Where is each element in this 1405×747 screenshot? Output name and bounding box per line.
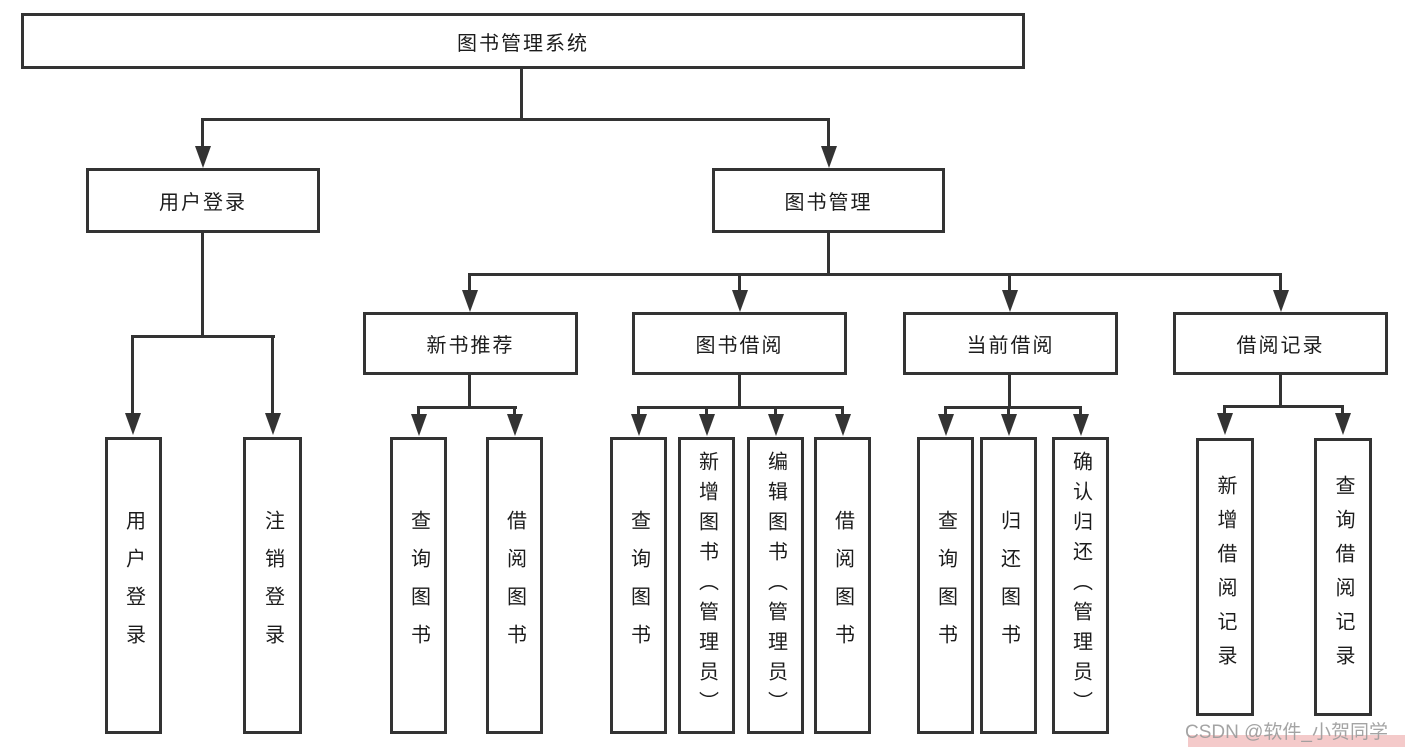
arrowhead-leaf-c4	[835, 414, 851, 436]
arrowhead-leaf-a2	[265, 413, 281, 435]
leaf-user-login-label: 用户登录	[122, 509, 145, 662]
connector-drop-leaf-e2	[1341, 405, 1344, 415]
connector-drop-leaf-a1	[131, 335, 134, 415]
leaf-query-books-rec: 查询图书	[390, 437, 447, 734]
connector-drop-leaf-d1	[944, 406, 947, 416]
node-user-login-label: 用户登录	[159, 192, 247, 214]
connector-drop-leaf-b2	[513, 406, 516, 416]
connector-drop-leaf-c2	[705, 406, 708, 416]
node-book-borrow: 图书借阅	[632, 312, 847, 375]
node-book-mgmt: 图书管理	[712, 168, 945, 233]
leaf-borrow-books-label: 借阅图书	[831, 509, 854, 662]
node-root: 图书管理系统	[21, 13, 1025, 69]
connector-user-login-stem	[201, 233, 204, 337]
node-current-borrow-label: 当前借阅	[966, 335, 1055, 357]
node-user-login: 用户登录	[86, 168, 320, 233]
connector-current-borrow-stem	[1008, 375, 1011, 408]
arrowhead-user-login	[195, 146, 211, 168]
connector-drop-current-borrow	[1008, 273, 1011, 292]
leaf-query-borrow-record-label: 查询借阅记录	[1332, 475, 1354, 679]
connector-drop-leaf-e1	[1223, 405, 1226, 415]
connector-book-mgmt-hline	[469, 273, 1282, 276]
arrowhead-leaf-a1	[125, 413, 141, 435]
connector-book-borrow-stem	[738, 375, 741, 408]
connector-book-mgmt-stem	[827, 233, 830, 275]
leaf-add-books-admin: 新增图书（管理员）	[678, 437, 735, 734]
leaf-logout-label: 注销登录	[261, 509, 284, 662]
node-root-label: 图书管理系统	[457, 32, 589, 55]
leaf-query-books-borrow: 查询图书	[610, 437, 667, 734]
leaf-return-books-label: 归还图书	[997, 509, 1020, 662]
connector-borrow-records-stem	[1279, 375, 1282, 407]
node-new-book-rec-label: 新书推荐	[426, 335, 515, 357]
arrowhead-new-book-rec	[462, 290, 478, 312]
connector-drop-leaf-c4	[841, 406, 844, 416]
arrowhead-current-borrow	[1002, 290, 1018, 312]
leaf-edit-books-admin: 编辑图书（管理员）	[747, 437, 804, 734]
leaf-borrow-books-rec: 借阅图书	[486, 437, 543, 734]
arrowhead-leaf-d3	[1073, 414, 1089, 436]
node-new-book-rec: 新书推荐	[363, 312, 578, 375]
node-current-borrow: 当前借阅	[903, 312, 1118, 375]
leaf-query-books-rec-label: 查询图书	[407, 509, 430, 662]
leaf-query-borrow-record: 查询借阅记录	[1314, 438, 1372, 716]
arrowhead-leaf-d2	[1001, 414, 1017, 436]
watermark-text: CSDN @软件_小贺同学	[1185, 722, 1388, 743]
connector-drop-leaf-b1	[417, 406, 420, 416]
connector-drop-leaf-c3	[774, 406, 777, 416]
arrowhead-leaf-c1	[631, 414, 647, 436]
node-borrow-records: 借阅记录	[1173, 312, 1388, 375]
arrowhead-leaf-c3	[768, 414, 784, 436]
leaf-add-books-admin-label: 新增图书（管理员）	[695, 450, 718, 721]
leaf-query-books-current: 查询图书	[917, 437, 974, 734]
arrowhead-borrow-records	[1273, 290, 1289, 312]
connector-user-login-hline	[131, 335, 275, 338]
node-book-borrow-label: 图书借阅	[695, 335, 784, 357]
connector-root-hline	[202, 118, 830, 121]
connector-root-stem	[520, 68, 523, 120]
connector-new-book-rec-stem	[468, 375, 471, 408]
leaf-confirm-return-admin: 确认归还（管理员）	[1052, 437, 1109, 734]
leaf-query-books-current-label: 查询图书	[934, 509, 957, 662]
arrowhead-book-mgmt	[821, 146, 837, 168]
connector-drop-borrow-records	[1279, 273, 1282, 292]
watermark-background	[1188, 735, 1405, 747]
connector-drop-book-mgmt	[827, 118, 830, 148]
leaf-query-books-borrow-label: 查询图书	[627, 509, 650, 662]
arrowhead-book-borrow	[732, 290, 748, 312]
connector-drop-leaf-a2	[271, 335, 274, 415]
leaf-add-borrow-record: 新增借阅记录	[1196, 438, 1254, 716]
leaf-confirm-return-admin-label: 确认归还（管理员）	[1069, 450, 1092, 721]
arrowhead-leaf-e2	[1335, 413, 1351, 435]
leaf-borrow-books: 借阅图书	[814, 437, 871, 734]
connector-drop-leaf-c1	[637, 406, 640, 416]
leaf-edit-books-admin-label: 编辑图书（管理员）	[764, 450, 787, 721]
leaf-borrow-books-rec-label: 借阅图书	[503, 509, 526, 662]
connector-book-borrow-hline	[637, 406, 844, 409]
connector-new-book-rec-hline	[417, 406, 517, 409]
arrowhead-leaf-e1	[1217, 413, 1233, 435]
arrowhead-leaf-d1	[938, 414, 954, 436]
leaf-user-login: 用户登录	[105, 437, 162, 734]
leaf-add-borrow-record-label: 新增借阅记录	[1214, 475, 1236, 679]
connector-drop-book-borrow	[738, 273, 741, 292]
connector-drop-user-login	[201, 118, 204, 148]
node-book-mgmt-label: 图书管理	[784, 192, 873, 214]
arrowhead-leaf-b1	[411, 414, 427, 436]
connector-drop-leaf-d2	[1007, 406, 1010, 416]
connector-borrow-records-hline	[1223, 405, 1344, 408]
leaf-logout: 注销登录	[243, 437, 302, 734]
connector-drop-leaf-d3	[1079, 406, 1082, 416]
connector-drop-new-book-rec	[468, 273, 471, 292]
arrowhead-leaf-b2	[507, 414, 523, 436]
connector-current-borrow-hline	[944, 406, 1082, 409]
arrowhead-leaf-c2	[699, 414, 715, 436]
leaf-return-books: 归还图书	[980, 437, 1037, 734]
node-borrow-records-label: 借阅记录	[1236, 335, 1325, 357]
